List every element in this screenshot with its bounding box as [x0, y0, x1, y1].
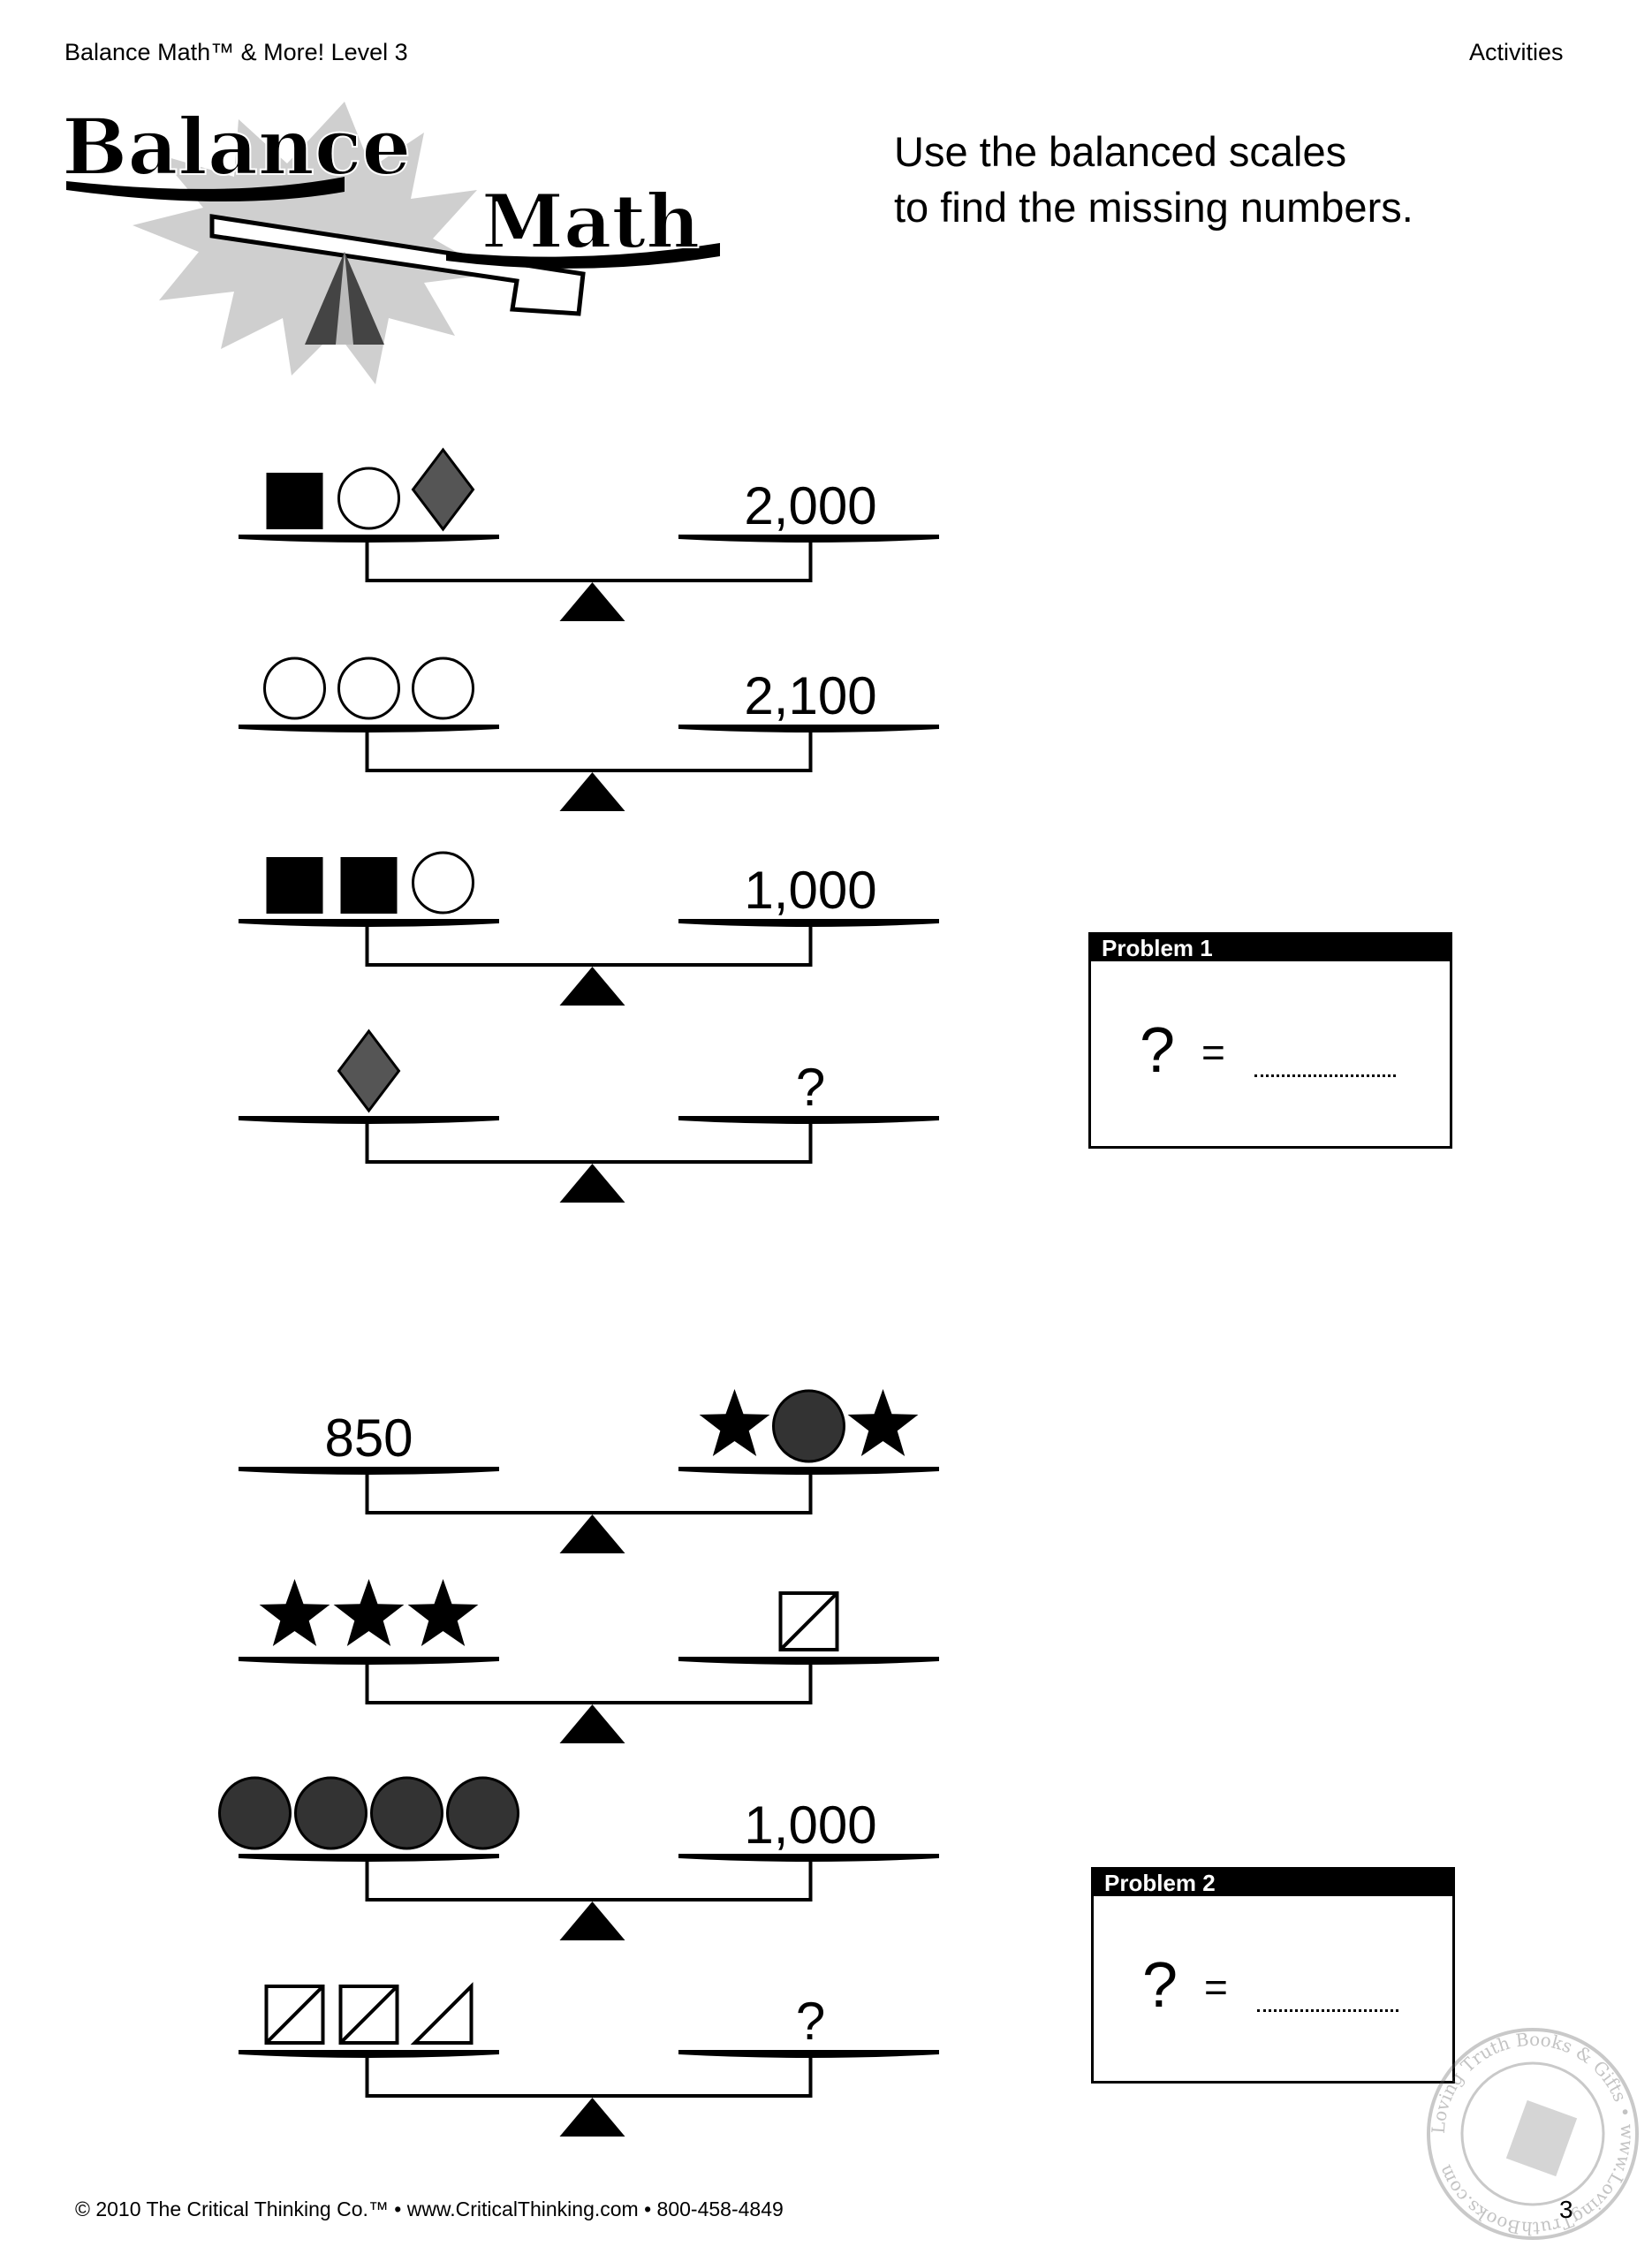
problem-1-scale-2	[239, 657, 939, 811]
page-number: 3	[1559, 2196, 1573, 2223]
problem-2-scale-3-left-dot-2	[294, 1776, 368, 1850]
watermark-stamp: Loving Truth Books & Gifts • www.LovingT…	[1422, 2023, 1643, 2249]
problem-2-equals: =	[1204, 1964, 1228, 2010]
problem-1-title: Problem 1	[1091, 935, 1450, 961]
left-pan	[239, 919, 499, 927]
fulcrum-triangle	[559, 1901, 625, 1940]
problem-2-scale-4	[239, 1982, 939, 2137]
problem-1-scale-2-left-circle-3	[412, 657, 474, 720]
fulcrum-triangle	[559, 1704, 625, 1743]
problem-2-title: Problem 2	[1094, 1870, 1452, 1896]
problem-2-scale-1-right-star-1	[699, 1389, 770, 1456]
balance-math-logo: Balance Math	[53, 93, 733, 398]
right-pan	[678, 1854, 939, 1862]
problem-2-scale-2-left-star-3	[407, 1579, 479, 1646]
footer-copyright: © 2010 The Critical Thinking Co.™ • www.…	[75, 2197, 784, 2220]
problem-1-scale-3-right-value: 1,000	[744, 861, 877, 920]
beam	[365, 1665, 813, 1704]
beam	[365, 1124, 813, 1164]
problem-1-scale-4-right-value: ?	[795, 1058, 826, 1117]
problem-2-scale-1-right-dot-2	[772, 1389, 845, 1463]
problem-2-scale-3-left-dot-3	[370, 1776, 443, 1850]
problem-2-scale-2-right-slashed-square-1	[778, 1591, 839, 1651]
logo-word-balance: Balance	[62, 101, 411, 193]
fulcrum-triangle	[559, 2098, 625, 2137]
left-pan	[239, 2050, 499, 2058]
problem-2-scale-2-left-star-1	[259, 1579, 330, 1646]
fulcrum-triangle	[559, 967, 625, 1006]
problem-2-scale-2-left-star-2	[333, 1579, 405, 1646]
problem-2-scale-4-left-slashed-square-2	[338, 1985, 399, 2045]
beam	[365, 543, 813, 582]
problem-2-box: Problem 2 ? =	[1091, 1867, 1455, 2084]
right-pan	[678, 1467, 939, 1475]
problem-2-answer-blank[interactable]	[1257, 2009, 1398, 2012]
left-pan	[239, 725, 499, 732]
problem-1-scale-3-left-square-2	[340, 857, 398, 914]
beam-shape	[209, 214, 586, 316]
right-pan	[678, 535, 939, 543]
problem-1-scale-3	[239, 851, 939, 1006]
problem-2-scale-2	[239, 1579, 939, 1743]
beam	[365, 2058, 813, 2098]
problem-1-scale-1-left-diamond-3	[411, 447, 475, 532]
problem-2-scale-1	[239, 1389, 939, 1553]
left-pan	[239, 1467, 499, 1475]
problem-2-scale-3-right-value: 1,000	[744, 1795, 877, 1855]
problem-1-scale-3-left-square-1	[266, 857, 323, 914]
problem-1-scale-1-left-circle-2	[337, 467, 400, 530]
instructions: Use the balanced scales to find the miss…	[894, 124, 1413, 235]
left-pan	[239, 1657, 499, 1665]
problem-1-scale-4-left-diamond-1	[337, 1029, 401, 1113]
book-title: Balance Math™ & More! Level 3	[64, 39, 408, 65]
beam	[365, 927, 813, 967]
logo-word-math: Math	[481, 178, 700, 265]
problem-2-scale-3-left-dot-4	[446, 1776, 519, 1850]
problem-1-scale-2-right-value: 2,100	[744, 666, 877, 725]
fulcrum-triangle	[559, 772, 625, 811]
problem-2-scale-3	[218, 1776, 939, 1940]
right-pan	[678, 2050, 939, 2058]
problem-2-scale-3-left-dot-1	[218, 1776, 292, 1850]
problem-1-scale-2-left-circle-1	[263, 657, 326, 720]
right-pan	[678, 1657, 939, 1665]
problem-1-scale-1-left-square-1	[266, 473, 323, 529]
problem-2-scale-4-left-triangle-3	[410, 1982, 474, 2045]
problem-1-answer-blank[interactable]	[1254, 1074, 1396, 1077]
right-pan	[678, 1116, 939, 1124]
left-pan-shape	[66, 177, 345, 202]
problem-2-question: ?	[1142, 1950, 1178, 2021]
section-label: Activities	[1469, 39, 1564, 65]
fulcrum-triangle	[559, 582, 625, 621]
problem-2-scale-1-left-value: 850	[324, 1408, 413, 1468]
fulcrum-triangle	[559, 1164, 625, 1203]
problem-1-scale-1-right-value: 2,000	[744, 476, 877, 535]
problem-1-scale-3-left-circle-3	[412, 851, 474, 915]
left-pan	[239, 1116, 499, 1124]
beam	[365, 1475, 813, 1514]
beam	[365, 732, 813, 772]
right-pan	[678, 919, 939, 927]
problem-1-scale-1	[239, 447, 939, 621]
problem-1-box: Problem 1 ? =	[1088, 932, 1452, 1149]
problem-2-scale-1-right-star-3	[847, 1389, 919, 1456]
instructions-line-2: to find the missing numbers.	[894, 184, 1413, 231]
problem-1-equals: =	[1201, 1029, 1225, 1075]
problem-1-question: ?	[1140, 1015, 1176, 1086]
problem-2-scale-4-right-value: ?	[795, 1992, 826, 2051]
left-pan	[239, 535, 499, 543]
problem-2-scale-4-left-slashed-square-1	[264, 1985, 325, 2045]
instructions-line-1: Use the balanced scales	[894, 128, 1347, 175]
right-pan	[678, 725, 939, 732]
problem-1-scale-2-left-circle-2	[337, 657, 400, 720]
problem-1-scale-4	[239, 1029, 939, 1203]
beam	[365, 1862, 813, 1901]
left-pan	[239, 1854, 499, 1862]
right-pan-shape	[446, 243, 720, 269]
fulcrum-triangle	[559, 1514, 625, 1553]
